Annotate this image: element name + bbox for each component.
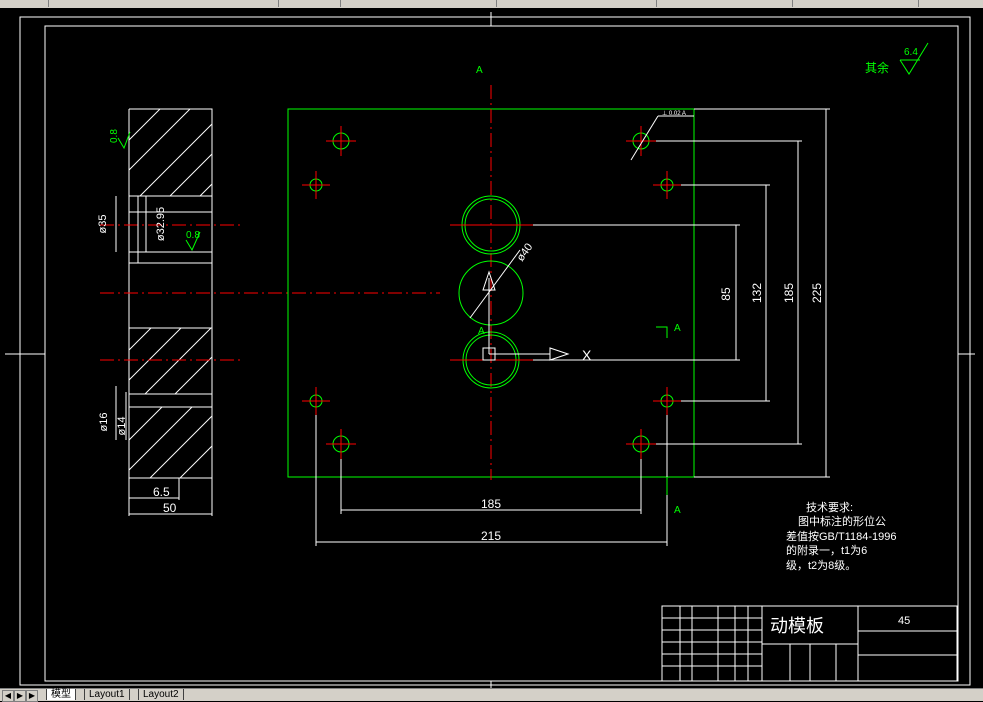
part-name: 动模板: [770, 616, 824, 636]
svg-text:级，t2为8级。: 级，t2为8级。: [786, 559, 856, 572]
drawing-frame: [5, 12, 975, 688]
svg-text:技术要求:: 技术要求:: [806, 501, 853, 514]
toolbar-segment[interactable]: [340, 0, 497, 7]
title-block: [661, 605, 958, 682]
material: 45: [898, 615, 910, 627]
section-mark-center: A: [478, 326, 485, 337]
svg-text:其余: 其余: [865, 60, 889, 75]
svg-text:图中标注的形位公: 图中标注的形位公: [798, 514, 886, 528]
ucs-x-label: X: [582, 347, 592, 363]
section-view: ø35 ø32.95 ø16 ø14 6.5 50 0.8 0.8: [97, 108, 440, 516]
first-tab-icon[interactable]: ◀: [2, 690, 14, 702]
dim-132: 132: [750, 283, 764, 303]
dim-d16: ø16: [98, 413, 110, 432]
finish-mark-1: 0.8: [109, 129, 120, 143]
toolbar-segment[interactable]: [48, 0, 279, 7]
tab-model[interactable]: 模型: [46, 689, 76, 700]
toolbar-segment[interactable]: [278, 0, 341, 7]
toolbar-segment[interactable]: [656, 0, 793, 7]
toolbar-segment[interactable]: [496, 0, 657, 7]
technical-requirements: 技术要求: 图中标注的形位公 差值按GB/T1184-1996 的附录一，t1为…: [786, 501, 896, 572]
section-mark-bottom: A: [674, 505, 681, 516]
section-mark-mid: A: [674, 323, 681, 334]
next-tab-icon[interactable]: ▶: [26, 690, 38, 702]
svg-text:的附录一，t1为6: 的附录一，t1为6: [786, 543, 867, 557]
dim-225: 225: [810, 283, 824, 303]
dim-d14: ø14: [116, 417, 128, 436]
dim-215: 215: [481, 529, 501, 543]
tab-layout2[interactable]: Layout2: [138, 689, 184, 700]
plan-view: 85 132 185 225 185 215 ø40 ⊥ 0.02 A X A …: [287, 65, 830, 546]
svg-text:6.4: 6.4: [904, 47, 918, 58]
dim-185-vertical: 185: [782, 283, 796, 303]
finish-mark-2: 0.8: [186, 230, 200, 241]
surface-finish-other: 其余 6.4: [865, 42, 929, 75]
dim-d32-95: ø32.95: [155, 207, 167, 241]
prev-tab-icon[interactable]: ▶: [14, 690, 26, 702]
toolbar-segment[interactable]: [792, 0, 919, 7]
dim-6-5: 6.5: [153, 485, 170, 499]
dim-50: 50: [163, 501, 177, 515]
layout-tabbar: ◀ ▶ ▶ 模型 Layout1 Layout2: [0, 688, 983, 702]
tolerance-frame: ⊥ 0.02 A: [662, 110, 686, 117]
drawing-canvas[interactable]: ø35 ø32.95 ø16 ø14 6.5 50 0.8 0.8: [0, 8, 983, 688]
section-mark-top: A: [476, 65, 483, 76]
ucs-icon: [482, 270, 570, 361]
toolbar-segment[interactable]: [0, 0, 49, 7]
dim-d35: ø35: [97, 215, 109, 234]
svg-text:差值按GB/T1184-1996: 差值按GB/T1184-1996: [786, 529, 896, 543]
dim-85: 85: [719, 287, 733, 301]
tab-layout1[interactable]: Layout1: [84, 689, 130, 700]
dim-185-horizontal: 185: [481, 497, 501, 511]
